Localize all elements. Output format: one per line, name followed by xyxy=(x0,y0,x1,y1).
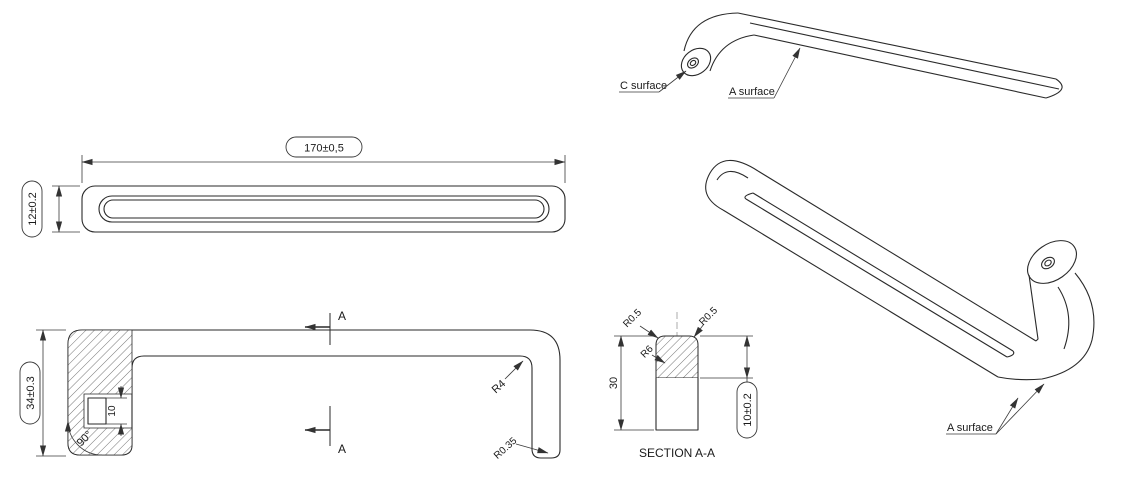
grip-end-contour xyxy=(716,170,749,181)
grip-end-cap xyxy=(705,159,759,211)
screw-hole-outer xyxy=(1041,256,1055,270)
dim-width-label: 12±0.2 xyxy=(27,192,39,226)
dim-height-label: 34±0.3 xyxy=(25,376,37,410)
top-view: 170±0,5 12±0.2 xyxy=(21,136,566,238)
dim-section-thickness-box xyxy=(736,381,758,439)
bar-bottom-edge xyxy=(722,209,999,378)
section-leg-outline xyxy=(655,378,699,431)
dim-section-thickness-label: 10±0.2 xyxy=(742,393,754,427)
radius-callout-r4: R4 xyxy=(490,360,524,396)
a-surface-bottom-label: A surface xyxy=(947,422,993,434)
handle-top-outline xyxy=(81,185,566,233)
front-view: 10 34±0.3 90° A A R4 R0.35 xyxy=(19,309,561,462)
radius-r035-label: R0.35 xyxy=(492,435,520,461)
leg-corner-outer xyxy=(997,272,1095,381)
dim-length-label: 170±0,5 xyxy=(304,143,344,155)
screw-hole-outer xyxy=(687,57,699,69)
dim-width: 12±0.2 xyxy=(21,180,80,238)
screw-hole xyxy=(87,397,107,425)
corner-outer-edge xyxy=(683,12,739,52)
section-view: R0.5 R0.5 R6 30 10±0.2 SECTION A-A xyxy=(608,305,758,460)
a-surface-callout-top: A surface xyxy=(728,47,801,99)
screw-hole-inner xyxy=(689,59,697,67)
handle-front-outline xyxy=(67,329,561,459)
radius-r05-right-label: R0.5 xyxy=(697,305,720,328)
slot-edge-1 xyxy=(752,192,1014,352)
leg-corner-contour xyxy=(1057,286,1070,350)
iso-bottom-view: A surface xyxy=(705,159,1095,435)
radius-r6-label: R6 xyxy=(639,343,656,360)
radius-callout-r05-left: R0.5 xyxy=(621,307,659,339)
dim-section-height-label: 30 xyxy=(608,377,620,389)
bar-bottom-edge xyxy=(753,34,1047,99)
radius-callout-r05-right: R0.5 xyxy=(693,305,720,338)
dim-hole-depth: 10 xyxy=(106,386,127,436)
dim-height-box xyxy=(19,361,41,425)
slot-right-end xyxy=(1006,350,1015,358)
leg-end-face xyxy=(1027,240,1077,284)
dim-section-thickness: 10±0.2 xyxy=(700,335,758,439)
section-hatch-area xyxy=(67,329,133,456)
dim-height: 34±0.3 xyxy=(19,329,66,457)
leg-left-edge xyxy=(1028,274,1039,342)
handle-slot-inner xyxy=(103,199,545,219)
slot-edge-2 xyxy=(745,198,1008,358)
dim-section-height: 30 xyxy=(608,335,654,431)
handle-slot-outer xyxy=(98,195,550,223)
section-marker-top-label: A xyxy=(338,309,346,323)
a-surface-top-label: A surface xyxy=(729,86,775,98)
iso-top-view: C surface A surface xyxy=(619,12,1063,99)
bar-mid-edge xyxy=(749,22,1060,90)
bar-top-edge xyxy=(737,12,1057,80)
screw-hole-inner xyxy=(1044,259,1052,267)
c-surface-label: C surface xyxy=(620,80,667,92)
corner-inner-edge xyxy=(709,34,755,72)
c-surface-callout: C surface xyxy=(619,70,687,93)
dim-width-box xyxy=(21,180,43,238)
section-caption: SECTION A-A xyxy=(639,446,715,460)
bar-far-end xyxy=(1045,78,1063,99)
dim-hole-depth-label: 10 xyxy=(107,405,118,417)
dim-length-box xyxy=(285,136,363,158)
bar-top-edge xyxy=(757,170,1037,342)
section-marker-bottom-label: A xyxy=(338,442,346,456)
radius-r4-label: R4 xyxy=(490,378,508,396)
a-surface-callout-bottom: A surface xyxy=(946,383,1045,435)
dim-length: 170±0,5 xyxy=(81,136,566,183)
section-bar-cut xyxy=(655,335,699,379)
slot-left-end xyxy=(744,192,754,200)
section-cut-marker: A A xyxy=(304,309,346,456)
